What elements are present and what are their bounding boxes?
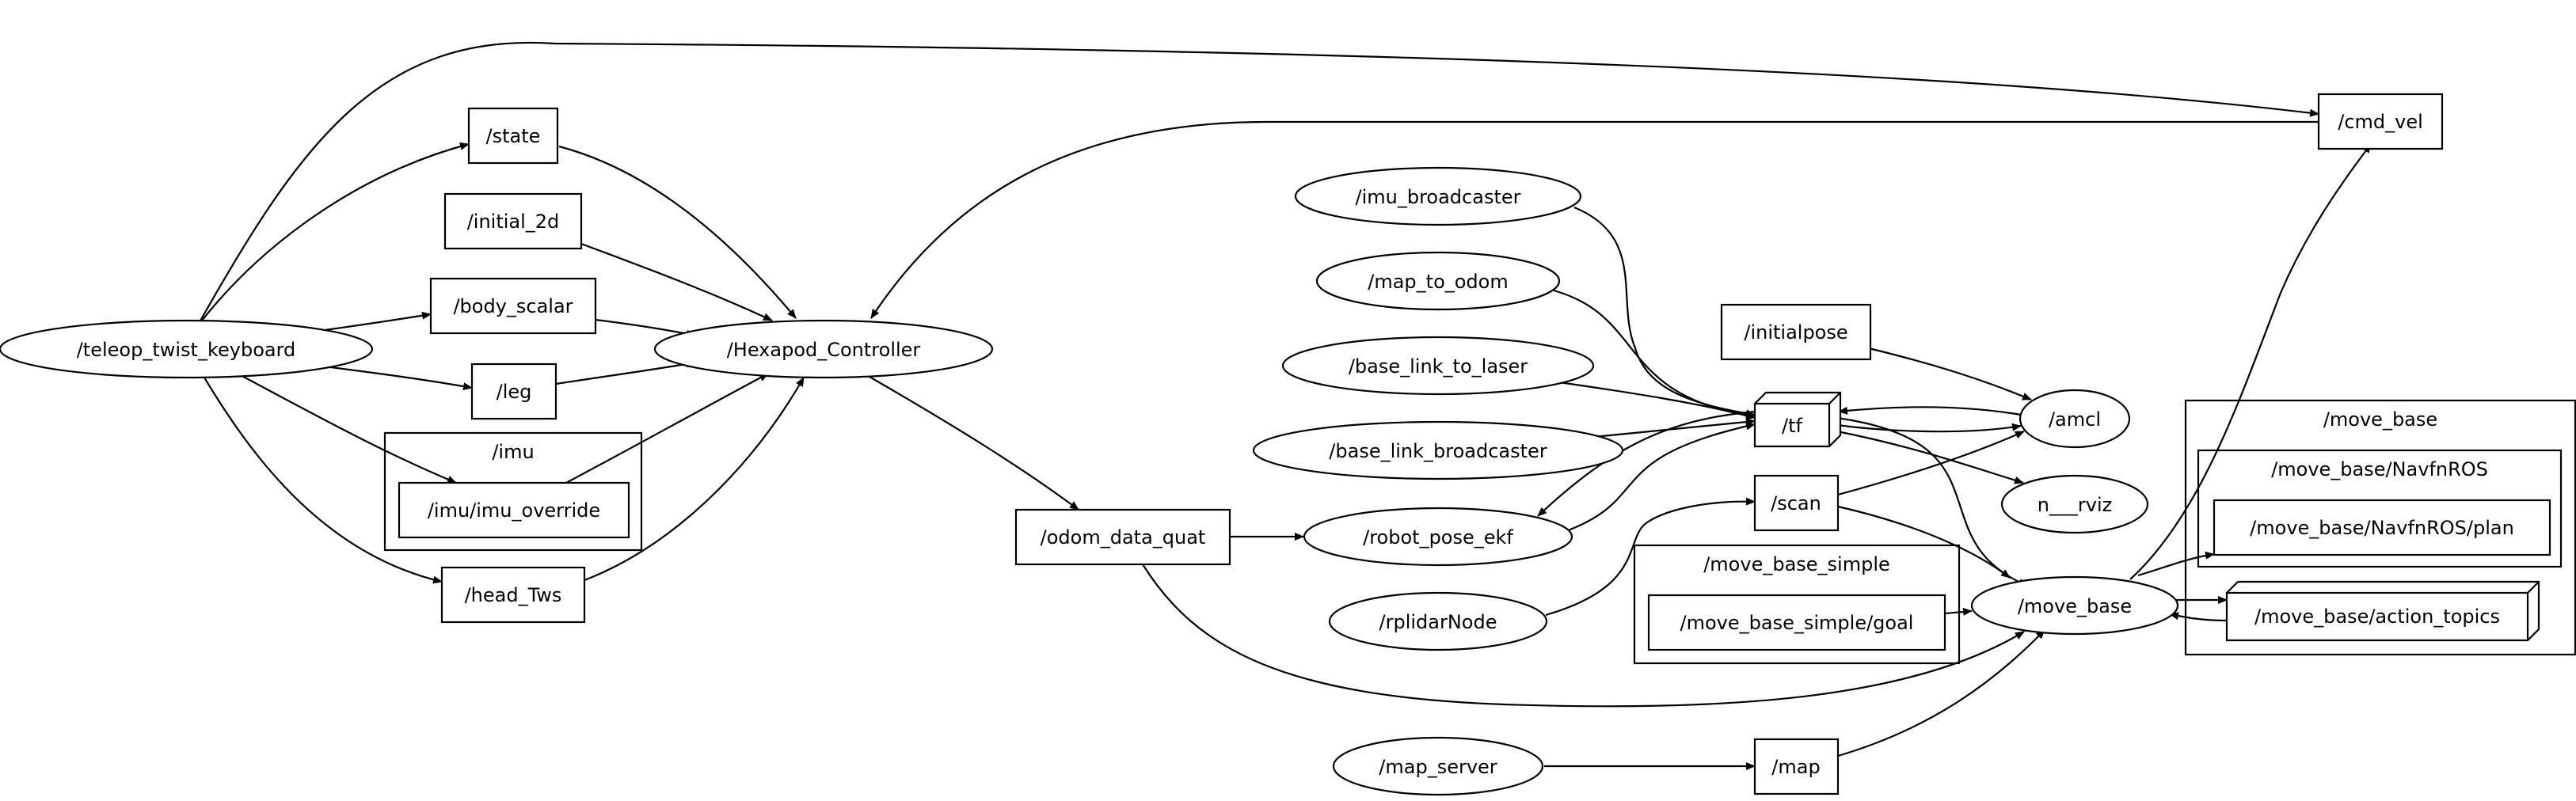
node-move-base[interactable]: /move_base bbox=[1970, 575, 2179, 636]
edge-imu-override-hexapod bbox=[565, 373, 769, 484]
edge-teleop-head-tws bbox=[204, 377, 443, 584]
node-amcl[interactable]: /amcl bbox=[2019, 389, 2131, 449]
node-hexapod-controller[interactable]: /Hexapod_Controller bbox=[653, 319, 994, 379]
node-base-link-broadcaster-label: /base_link_broadcaster bbox=[1329, 440, 1547, 462]
node-move-base-label: /move_base bbox=[2018, 595, 2132, 617]
node-map-to-odom-label: /map_to_odom bbox=[1368, 271, 1508, 293]
topic-scan-label: /scan bbox=[1771, 492, 1821, 514]
edges bbox=[199, 41, 2372, 770]
node-map-server[interactable]: /map_server bbox=[1332, 736, 1544, 796]
edge-state-hexapod bbox=[558, 145, 797, 319]
topic-move-base-simple-goal-label: /move_base_simple/goal bbox=[1680, 612, 1914, 634]
edge-tf-amcl bbox=[1836, 423, 2022, 433]
edge-move-base-cmd-vel bbox=[2129, 143, 2372, 580]
topic-imu-override[interactable]: /imu/imu_override bbox=[398, 481, 630, 539]
topic-initialpose[interactable]: /initialpose bbox=[1720, 303, 1872, 361]
edge-tf-rviz bbox=[1836, 430, 2024, 484]
node-rviz-label: n___rviz bbox=[2038, 494, 2113, 516]
topic-leg[interactable]: /leg bbox=[470, 363, 557, 420]
cluster-imu: /imu bbox=[383, 431, 643, 552]
edge-teleop-cmd-vel bbox=[199, 41, 2319, 323]
topic-tf-label: /tf bbox=[1782, 415, 1802, 437]
topic-scan[interactable]: /scan bbox=[1753, 474, 1840, 532]
edge-initialpose-amcl bbox=[1868, 347, 2032, 401]
node-amcl-label: /amcl bbox=[2049, 408, 2101, 431]
topic-initial-2d-label: /initial_2d bbox=[467, 211, 560, 233]
topic-initialpose-label: /initialpose bbox=[1744, 321, 1847, 344]
edge-teleop-imu-override bbox=[237, 373, 457, 484]
node-map-to-odom[interactable]: /map_to_odom bbox=[1315, 251, 1561, 311]
topic-navfn-plan[interactable]: /move_base/NavfnROS/plan bbox=[2213, 499, 2551, 556]
edge-hexapod-odom bbox=[869, 376, 1079, 511]
topic-navfn-plan-label: /move_base/NavfnROS/plan bbox=[2250, 517, 2514, 539]
node-rplidar-node[interactable]: /rplidarNode bbox=[1328, 591, 1548, 651]
topic-action-topics-label: /move_base/action_topics bbox=[2254, 605, 2500, 628]
node-imu-broadcaster-label: /imu_broadcaster bbox=[1356, 186, 1521, 208]
topic-body-scalar[interactable]: /body_scalar bbox=[429, 277, 597, 335]
topic-cmd-vel-label: /cmd_vel bbox=[2338, 111, 2423, 133]
topic-initial-2d[interactable]: /initial_2d bbox=[443, 192, 583, 250]
edge-cmd-vel-hexapod bbox=[870, 120, 2319, 319]
edge-action-topics-move-base bbox=[2169, 612, 2228, 622]
topic-map-label: /map bbox=[1771, 756, 1820, 778]
cluster-imu-label: /imu bbox=[492, 441, 534, 463]
topic-action-topics[interactable]: /move_base/action_topics bbox=[2225, 580, 2540, 642]
edge-leg-hexapod bbox=[555, 359, 696, 385]
node-rviz[interactable]: n___rviz bbox=[2000, 474, 2149, 534]
topic-cmd-vel[interactable]: /cmd_vel bbox=[2317, 93, 2444, 150]
topic-state-label: /state bbox=[486, 125, 541, 147]
node-teleop-twist-keyboard[interactable]: /teleop_twist_keyboard bbox=[0, 319, 374, 379]
topic-state[interactable]: /state bbox=[467, 107, 559, 165]
topic-head-tws[interactable]: /head_Tws bbox=[440, 566, 586, 624]
edge-base-link-laser-tf bbox=[1553, 380, 1756, 419]
edge-scan-amcl bbox=[1837, 430, 2025, 496]
node-robot-pose-ekf-label: /robot_pose_ekf bbox=[1363, 526, 1513, 549]
edge-initial-2d-hexapod bbox=[580, 242, 773, 321]
topic-map[interactable]: /map bbox=[1753, 738, 1840, 795]
cluster-move-base-simple-label: /move_base_simple bbox=[1703, 553, 1890, 575]
topic-tf[interactable]: /tf bbox=[1753, 391, 1842, 448]
topic-odom-data-quat-label: /odom_data_quat bbox=[1041, 526, 1206, 549]
topic-leg-label: /leg bbox=[497, 381, 532, 403]
edge-tf-move-base bbox=[1836, 416, 2028, 587]
edge-odom-move-base bbox=[1142, 564, 2025, 708]
topic-imu-override-label: /imu/imu_override bbox=[428, 499, 600, 522]
cluster-move-base-label: /move_base bbox=[2323, 408, 2437, 431]
cluster-move-base-simple: /move_base_simple bbox=[1633, 544, 1961, 665]
topic-head-tws-label: /head_Tws bbox=[465, 584, 562, 606]
edge-teleop-state bbox=[201, 142, 470, 321]
edge-move-base-plan bbox=[2137, 551, 2215, 577]
cluster-move-base: /move_base bbox=[2184, 399, 2576, 656]
node-teleop-twist-keyboard-label: /teleop_twist_keyboard bbox=[77, 339, 296, 361]
edge-map-to-odom-tf bbox=[1553, 289, 1756, 419]
node-rplidar-node-label: /rplidarNode bbox=[1379, 611, 1497, 633]
edge-head-tws-hexapod bbox=[584, 377, 805, 582]
cluster-move-base-navfn-label: /move_base/NavfnROS bbox=[2271, 458, 2488, 480]
cluster-move-base-navfn: /move_base/NavfnROS bbox=[2197, 449, 2563, 568]
topic-odom-data-quat[interactable]: /odom_data_quat bbox=[1014, 508, 1231, 566]
edge-amcl-tf bbox=[1838, 406, 2022, 416]
node-robot-pose-ekf[interactable]: /robot_pose_ekf bbox=[1303, 507, 1573, 567]
edge-base-link-broadcaster-tf bbox=[1585, 418, 1756, 439]
edge-teleop-leg bbox=[324, 365, 473, 390]
node-map-server-label: /map_server bbox=[1379, 756, 1497, 778]
edge-goal-move-base bbox=[1944, 607, 1973, 616]
edge-tf-ekf bbox=[1537, 410, 1756, 517]
edge-rplidar-scan bbox=[1545, 497, 1756, 617]
node-base-link-to-laser-label: /base_link_to_laser bbox=[1349, 355, 1528, 378]
edge-teleop-body-scalar bbox=[324, 311, 432, 332]
node-base-link-broadcaster[interactable]: /base_link_broadcaster bbox=[1252, 420, 1624, 480]
node-base-link-to-laser[interactable]: /base_link_to_laser bbox=[1281, 336, 1595, 396]
node-hexapod-controller-label: /Hexapod_Controller bbox=[727, 339, 921, 361]
edge-ekf-tf bbox=[1563, 422, 1756, 533]
node-imu-broadcaster[interactable]: /imu_broadcaster bbox=[1294, 166, 1582, 226]
topic-body-scalar-label: /body_scalar bbox=[453, 295, 573, 317]
edge-map-move-base bbox=[1837, 629, 2045, 757]
topic-move-base-simple-goal[interactable]: /move_base_simple/goal bbox=[1647, 594, 1946, 651]
edge-scan-move-base bbox=[1837, 505, 2011, 579]
